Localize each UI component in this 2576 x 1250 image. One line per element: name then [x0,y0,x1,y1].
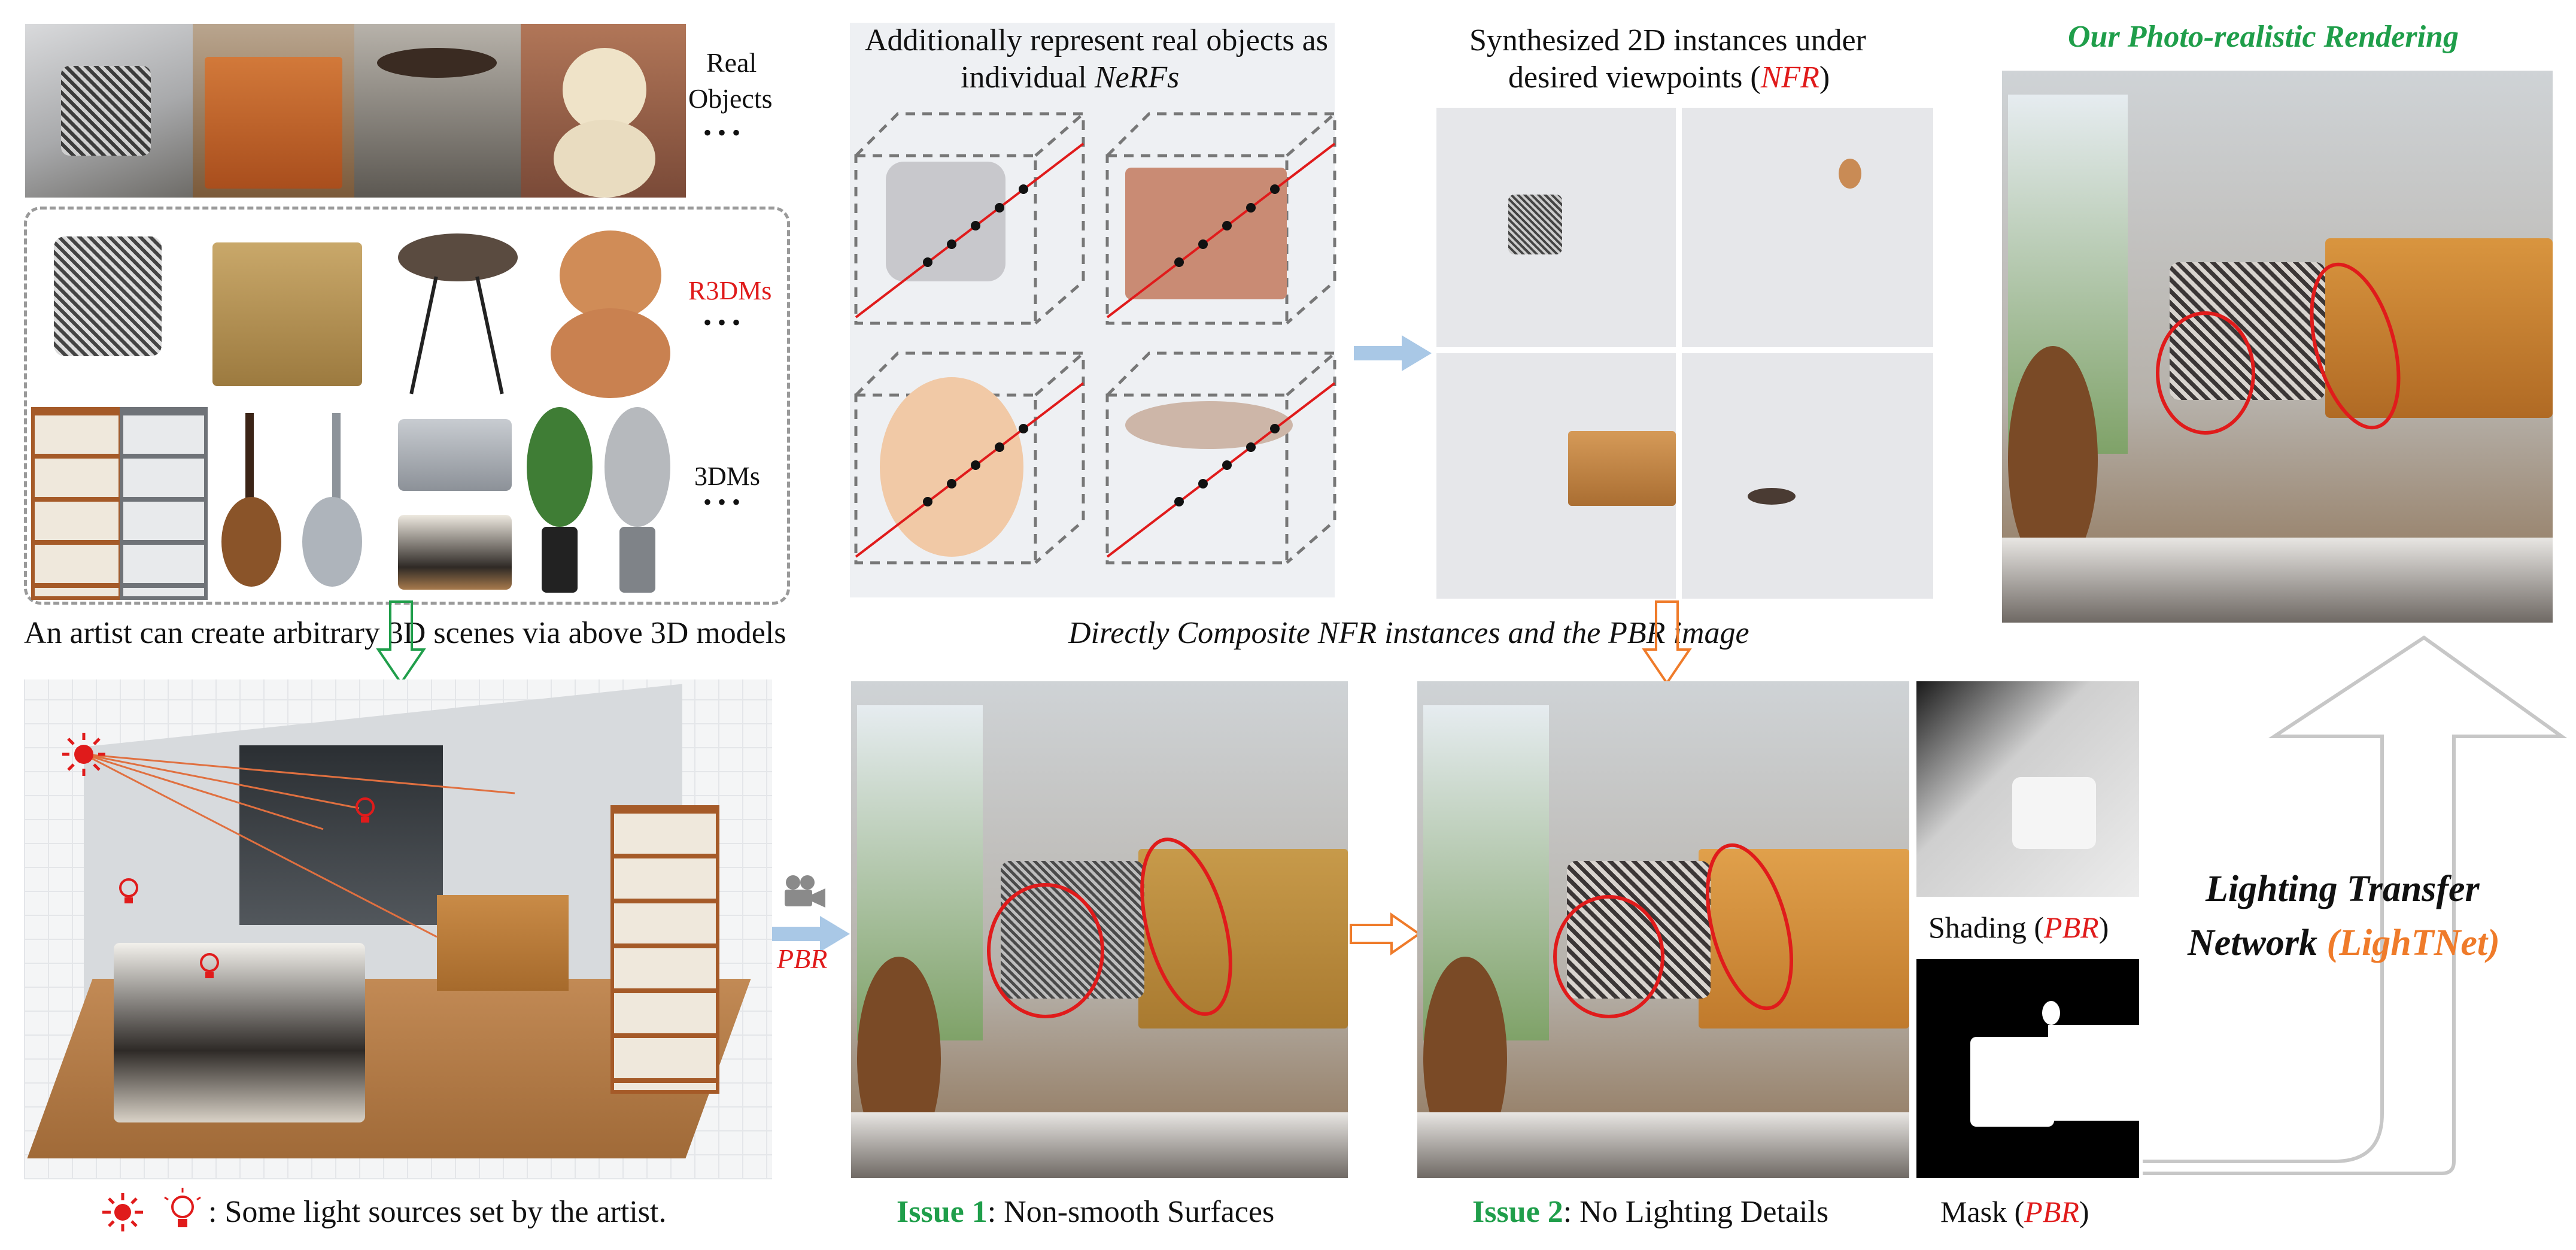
arrow-down-icon [376,600,426,685]
mask-image [1916,959,2139,1178]
3dms-label: 3DMs [694,462,761,491]
light-legend-text: : Some light sources set by the artist. [208,1195,667,1229]
nfr-cell-2 [1682,108,1933,347]
3dm-guitar-gray [296,413,368,593]
issue2-render [1417,681,1909,1178]
synth-caption-line1: Synthesized 2D instances under [1469,23,1866,57]
real-photo-table [354,24,521,198]
nerf-chair [886,162,1006,281]
scene-3d [24,679,772,1179]
real-objects-label-line2: Objects [688,83,773,114]
nerf-caption-line2: individual NeRFs [961,60,1180,95]
real-photo-dresser [193,24,354,198]
lightnet-label-line2: Network (LighTNet) [2188,923,2500,963]
arrow-right-icon [772,916,850,952]
shading-image [1916,681,2139,897]
nfr-teddy [1839,159,1861,189]
r3dm-table [392,227,524,401]
bulb-icon [164,1188,201,1227]
issue2-caption: Issue 2: No Lighting Details [1472,1195,1829,1229]
3dm-guitar-brown [215,413,287,593]
3dm-bookshelf-wood [31,407,122,600]
sun-icon [62,733,105,776]
3dm-bed-gray [398,419,512,491]
nerf-caption-line1: Additionally represent real objects as [865,23,1328,57]
photo-realistic-render [2002,71,2553,623]
real-objects-ellipsis: • • • [703,119,741,146]
r3dm-teddy [542,224,679,398]
nerf-teddy [880,377,1023,557]
bulb-icon [200,953,219,978]
3dm-plant-gray [602,407,673,596]
light-rays [83,753,515,938]
nerf-table [1125,401,1293,449]
shading-caption: Shading (PBR) [1928,911,2109,944]
real-photo-chair [25,24,193,198]
nfr-dresser [1568,431,1676,506]
issue1-caption: Issue 1: Non-smooth Surfaces [897,1195,1275,1229]
arrow-right-icon [1350,912,1421,955]
highlight-ellipses-render [2156,262,2401,435]
highlight-ellipses-issue1 [987,838,1232,1018]
synth-caption-line2: desired viewpoints (NFR) [1508,60,1830,95]
model-library-box [24,207,790,605]
r3dms-label: R3DMs [688,276,772,305]
sun-icon [102,1193,143,1231]
mask-caption: Mask (PBR) [1940,1195,2089,1228]
highlight-ellipses-issue2 [1553,843,1793,1018]
nfr-chair [1508,195,1562,254]
3dm-plant-green [524,407,596,596]
composite-caption: Directly Composite NFR instances and the… [1068,616,1749,650]
real-objects-label-line1: Real [706,47,757,78]
nerf-cubes-diagram [854,112,1336,565]
r3dm-chair [36,224,186,392]
photo-title: Our Photo-realistic Rendering [2068,20,2459,54]
arrow-right-icon [1354,335,1432,371]
nfr-cell-1 [1436,108,1676,347]
real-photo-teddy [521,24,686,198]
3dms-ellipsis: • • • [703,489,741,515]
arrow-down-icon [1642,600,1692,685]
artist-caption: An artist can create arbitrary 3D scenes… [24,616,786,650]
nfr-table [1748,488,1796,505]
nfr-cell-4 [1682,353,1933,599]
lightnet-label-line1: Lighting Transfer [2206,869,2480,909]
nfr-cell-3 [1436,353,1676,599]
r3dms-ellipsis: • • • [703,309,741,336]
3dm-bed-wood [398,515,512,590]
3dm-bookshelf-gray [120,407,208,600]
camera-icon [785,875,825,908]
r3dm-dresser [206,230,368,392]
nerf-dresser [1125,168,1287,299]
pbr-label: PBR [777,943,828,974]
bulb-icon [356,797,375,823]
bulb-icon [119,878,138,903]
arrow-up-icon [2143,635,2568,1175]
